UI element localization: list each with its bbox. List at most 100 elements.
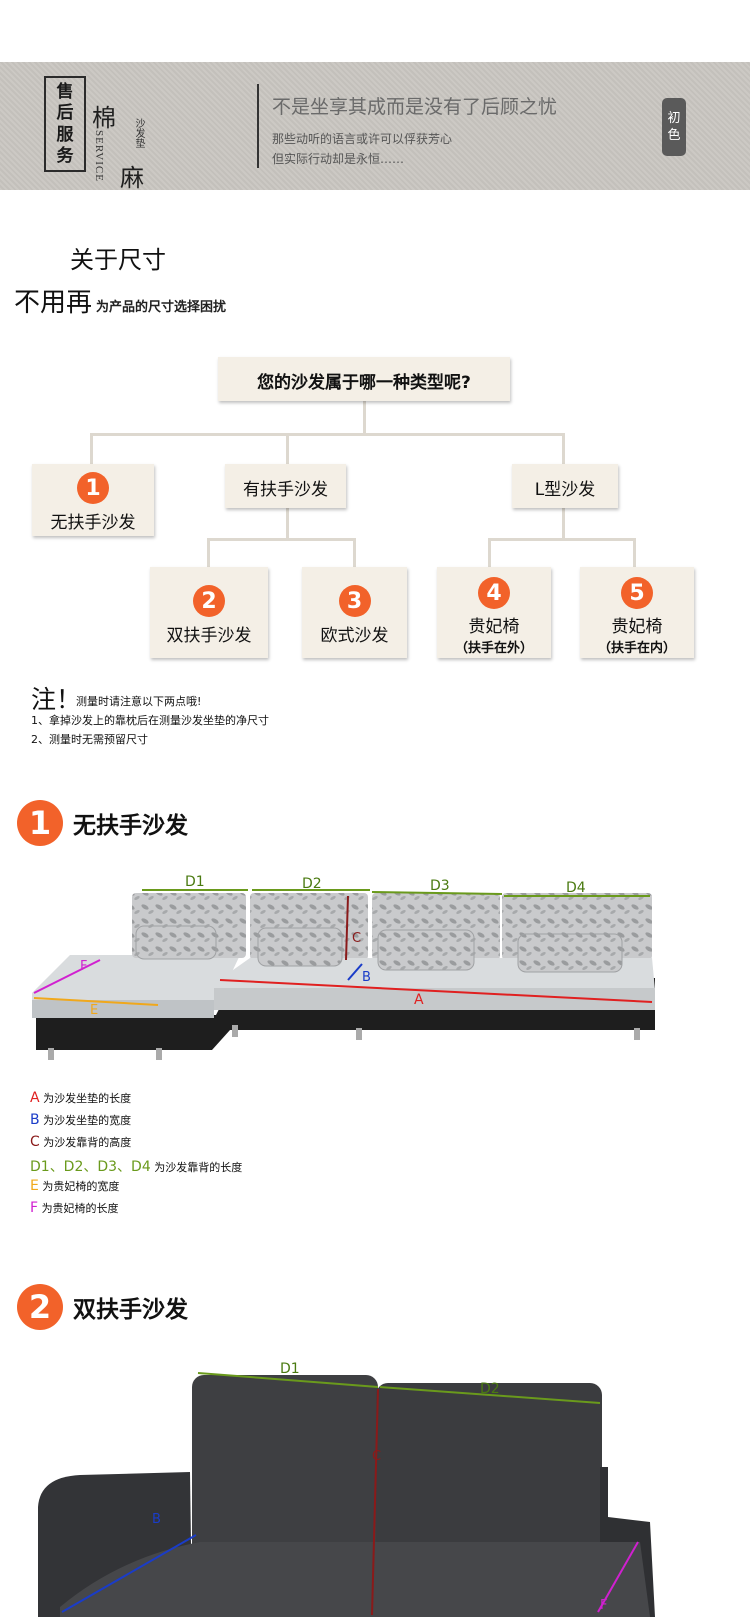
brand-char-mian: 棉 xyxy=(92,104,116,132)
group-l-box: L型沙发 xyxy=(512,464,618,508)
type-label: 欧式沙发 xyxy=(320,626,389,646)
legend-key: A xyxy=(30,1090,40,1106)
seal-char: 服 xyxy=(56,124,74,145)
dim-a xyxy=(219,979,653,1003)
subtitle-large: 不用再 xyxy=(14,288,93,318)
label-d1: D1 xyxy=(280,1361,300,1377)
dim-d1 xyxy=(197,1372,379,1388)
sofa-leg xyxy=(156,1048,162,1060)
legend-d: D1、D2、D3、D4 为沙发靠背的长度 xyxy=(30,1156,242,1176)
label-d2: D2 xyxy=(302,876,322,892)
group-label: 有扶手沙发 xyxy=(243,480,328,500)
number-badge: 4 xyxy=(478,577,510,609)
sofa-leg xyxy=(232,1025,238,1037)
note-heading: 注！ xyxy=(31,685,82,714)
sofa-leg xyxy=(634,1028,640,1040)
section-number: 2 xyxy=(17,1284,63,1330)
section-2-heading: 2 双扶手沙发 xyxy=(17,1284,188,1330)
section-1-heading: 1 无扶手沙发 xyxy=(17,800,188,846)
label-c: C xyxy=(352,931,361,946)
note-item-2: 2、测量时无需预留尺寸 xyxy=(31,733,148,746)
label-b: B xyxy=(362,970,371,985)
type-2-box[interactable]: 2 双扶手沙发 xyxy=(150,567,268,658)
badge-char: 初 xyxy=(667,111,681,126)
note-item-1: 1、拿掉沙发上的靠枕后在测量沙发坐垫的净尺寸 xyxy=(31,714,269,727)
sofa-leg xyxy=(48,1048,54,1060)
vertical-small-text: 沙发垫 xyxy=(133,118,144,148)
legend-f: F 为贵妃椅的长度 xyxy=(30,1200,119,1216)
dim-c xyxy=(345,895,349,961)
section-title: 双扶手沙发 xyxy=(73,1297,188,1323)
label-d4: D4 xyxy=(566,880,586,896)
tree-line xyxy=(286,506,289,540)
brand-char-ma: 麻 xyxy=(120,164,144,192)
label-f: F xyxy=(80,959,87,974)
tree-line xyxy=(353,538,356,568)
legend-e: E 为贵妃椅的宽度 xyxy=(30,1178,119,1194)
service-banner: 售 后 服 务 棉 麻 SERVICE 沙发垫 不是坐享其成而是没有了后顾之忧 … xyxy=(0,62,750,192)
tagline: 不是坐享其成而是没有了后顾之忧 xyxy=(272,96,558,118)
group-armrest-box: 有扶手沙发 xyxy=(225,464,346,508)
seat-cushion xyxy=(60,1542,650,1617)
type-label: 贵妃椅 xyxy=(611,617,663,637)
type-label: 双扶手沙发 xyxy=(166,626,252,646)
type-5-box[interactable]: 5 贵妃椅 （扶手在内） xyxy=(580,567,694,658)
question-text: 您的沙发属于哪一种类型呢? xyxy=(257,373,471,393)
dim-b xyxy=(61,1534,197,1613)
seat-front xyxy=(214,988,655,1010)
legend-key: D1、D2、D3、D4 xyxy=(30,1159,151,1175)
type-sublabel: （扶手在外） xyxy=(454,641,533,656)
service-text: SERVICE xyxy=(93,130,105,182)
type-4-box[interactable]: 4 贵妃椅 （扶手在外） xyxy=(437,567,551,658)
label-e: E xyxy=(90,1003,98,1018)
type-label: 无扶手沙发 xyxy=(50,513,136,533)
about-size-title: 关于尺寸 xyxy=(70,246,166,274)
tree-line xyxy=(562,433,565,465)
dim-b xyxy=(347,963,363,981)
pillow xyxy=(257,927,343,967)
subtitle-small: 为产品的尺寸选择困扰 xyxy=(96,300,227,315)
type-sublabel: （扶手在内） xyxy=(597,641,676,656)
number-badge: 1 xyxy=(77,472,109,504)
tree-line xyxy=(90,433,565,436)
brand-badge: 初 色 xyxy=(662,98,686,156)
dim-d2 xyxy=(379,1386,601,1404)
sofa-leg xyxy=(356,1028,362,1040)
legend-text: 为沙发靠背的高度 xyxy=(43,1136,132,1149)
seal-char: 后 xyxy=(56,103,74,124)
legend-text: 为贵妃椅的宽度 xyxy=(42,1180,120,1193)
type-3-box[interactable]: 3 欧式沙发 xyxy=(302,567,407,658)
pillow xyxy=(135,925,217,960)
section-title: 无扶手沙发 xyxy=(73,813,188,839)
label-f: F xyxy=(600,1598,607,1613)
type-1-box[interactable]: 1 无扶手沙发 xyxy=(32,464,154,536)
chaise-front xyxy=(32,1000,214,1018)
legend-a: A 为沙发坐垫的长度 xyxy=(30,1090,131,1106)
tree-line xyxy=(286,433,289,465)
legend-key: E xyxy=(30,1178,39,1194)
dim-d3 xyxy=(371,891,503,895)
badge-char: 色 xyxy=(667,128,681,143)
label-d2: D2 xyxy=(480,1381,500,1397)
seal-char: 务 xyxy=(56,145,74,166)
tree-line xyxy=(633,538,636,568)
label-d1: D1 xyxy=(185,874,205,890)
label-b: B xyxy=(152,1512,161,1527)
tree-line xyxy=(363,400,366,435)
label-a: A xyxy=(414,992,424,1008)
seal-char: 售 xyxy=(56,82,74,102)
question-box: 您的沙发属于哪一种类型呢? xyxy=(218,357,510,401)
tree-line xyxy=(488,538,491,568)
legend-c: C 为沙发靠背的高度 xyxy=(30,1134,131,1150)
dim-c xyxy=(371,1388,379,1616)
tree-line xyxy=(90,433,93,465)
section-number: 1 xyxy=(17,800,63,846)
dim-f xyxy=(597,1541,639,1613)
legend-key: F xyxy=(30,1200,39,1216)
pillow xyxy=(517,933,623,973)
two-arm-sofa-diagram: D1 D2 C B F xyxy=(38,1361,655,1617)
type-label: 贵妃椅 xyxy=(468,617,520,637)
label-c: C xyxy=(372,1449,381,1464)
number-badge: 3 xyxy=(338,585,371,617)
legend-text: 为沙发坐垫的长度 xyxy=(43,1092,132,1105)
